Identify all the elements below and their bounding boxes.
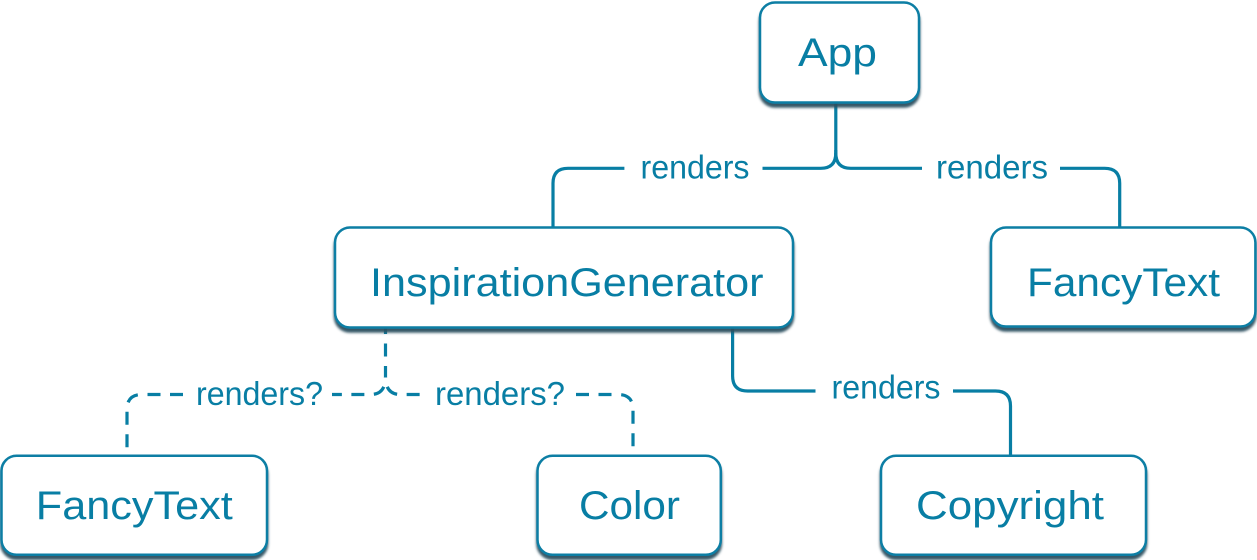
svg-text:InspirationGenerator: InspirationGenerator (370, 261, 764, 305)
svg-text:renders?: renders? (435, 375, 565, 412)
svg-text:Color: Color (579, 484, 680, 528)
svg-text:renders?: renders? (196, 375, 323, 412)
svg-text:renders: renders (936, 149, 1048, 186)
svg-text:Copyright: Copyright (916, 484, 1104, 528)
svg-text:App: App (798, 31, 877, 75)
svg-text:FancyText: FancyText (36, 484, 233, 528)
svg-text:renders: renders (832, 369, 941, 406)
svg-text:FancyText: FancyText (1027, 261, 1220, 305)
svg-text:renders: renders (641, 149, 750, 186)
